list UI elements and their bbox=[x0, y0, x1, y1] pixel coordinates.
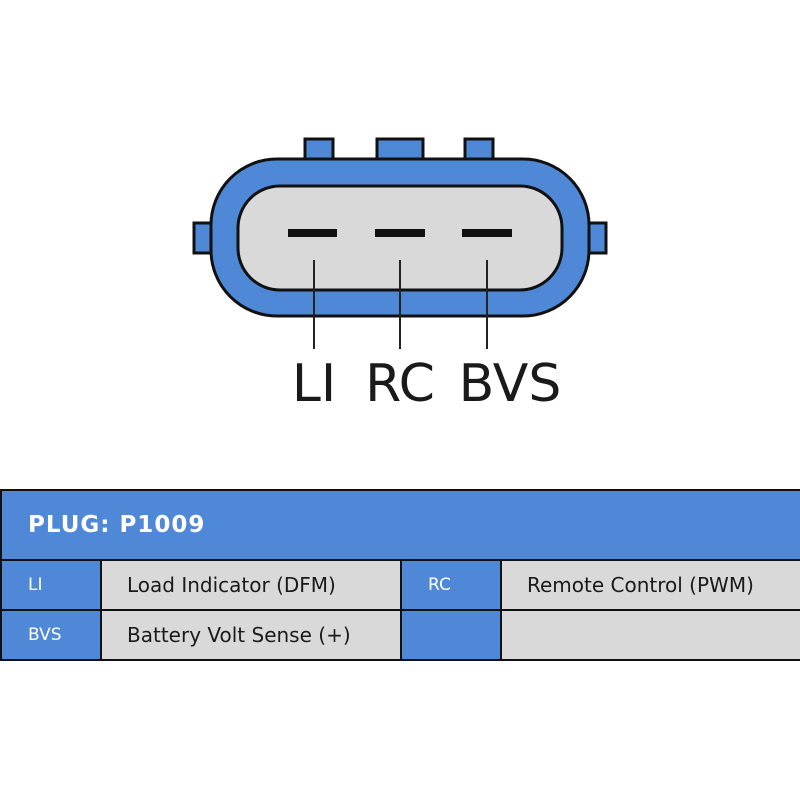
pin-table: PLUG: P1009 LI Load Indicator (DFM) RC R… bbox=[0, 489, 800, 661]
pin-label-rc: RC bbox=[365, 354, 435, 414]
pin-code: RC bbox=[400, 559, 502, 611]
pin-blade-bvs bbox=[462, 229, 512, 237]
pin-description: Remote Control (PWM) bbox=[499, 559, 800, 611]
connector-diagram: LI RC BVS bbox=[192, 137, 608, 414]
table-row: BVS Battery Volt Sense (+) bbox=[0, 609, 800, 661]
table-title-row: PLUG: P1009 bbox=[0, 489, 800, 561]
pin-label-bvs: BVS bbox=[459, 354, 562, 414]
pin-blade-rc bbox=[375, 229, 425, 237]
pin-label-li: LI bbox=[292, 354, 336, 414]
pin-code bbox=[400, 609, 502, 661]
plug-title: PLUG: P1009 bbox=[0, 489, 800, 561]
pin-description: Battery Volt Sense (+) bbox=[100, 609, 402, 661]
table-row: LI Load Indicator (DFM) RC Remote Contro… bbox=[0, 559, 800, 611]
pin-description bbox=[499, 609, 800, 661]
pin-code: BVS bbox=[0, 609, 102, 661]
pin-code: LI bbox=[0, 559, 102, 611]
pin-description: Load Indicator (DFM) bbox=[100, 559, 402, 611]
pin-blade-li bbox=[288, 229, 337, 237]
